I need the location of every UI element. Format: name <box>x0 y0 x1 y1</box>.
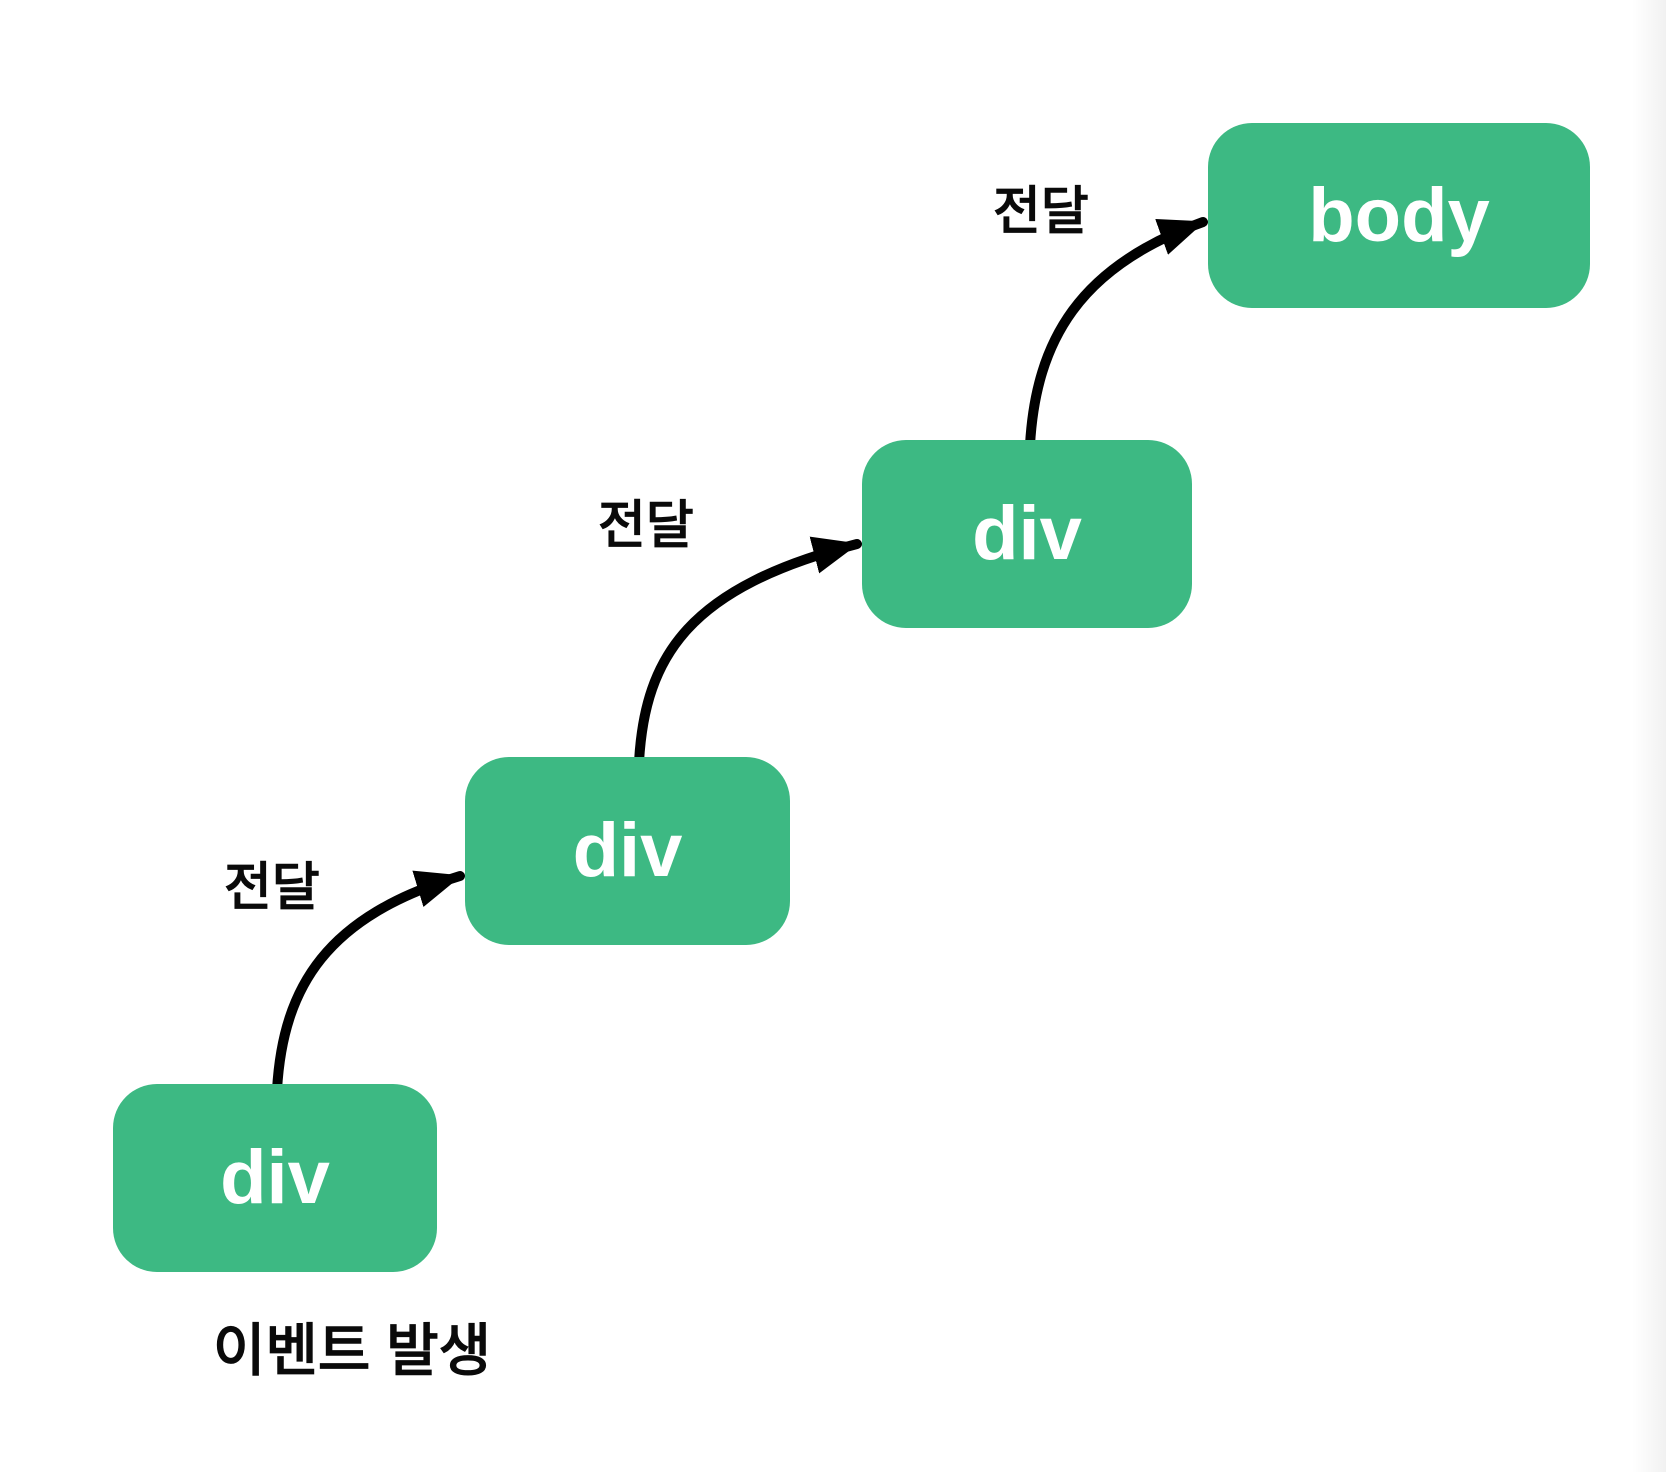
edge-arrow-3 <box>1025 217 1208 450</box>
caption-event-origin: 이벤트 발생 <box>213 1319 492 1383</box>
node-body-label: body <box>1308 172 1490 258</box>
node-div-1-label: div <box>220 1135 330 1220</box>
edge-label-3: 전달 <box>993 183 1089 241</box>
edge-arrow-2 <box>634 536 862 767</box>
edge-label-2: 전달 <box>598 497 694 555</box>
node-div-2: div <box>465 757 790 945</box>
edge-label-1: 전달 <box>224 859 320 917</box>
node-div-1: div <box>113 1084 437 1272</box>
node-div-3-label: div <box>972 491 1082 576</box>
node-div-3: div <box>862 440 1192 628</box>
node-body: body <box>1208 123 1590 308</box>
edge-arrow-1 <box>272 870 465 1095</box>
node-div-2-label: div <box>572 808 683 893</box>
